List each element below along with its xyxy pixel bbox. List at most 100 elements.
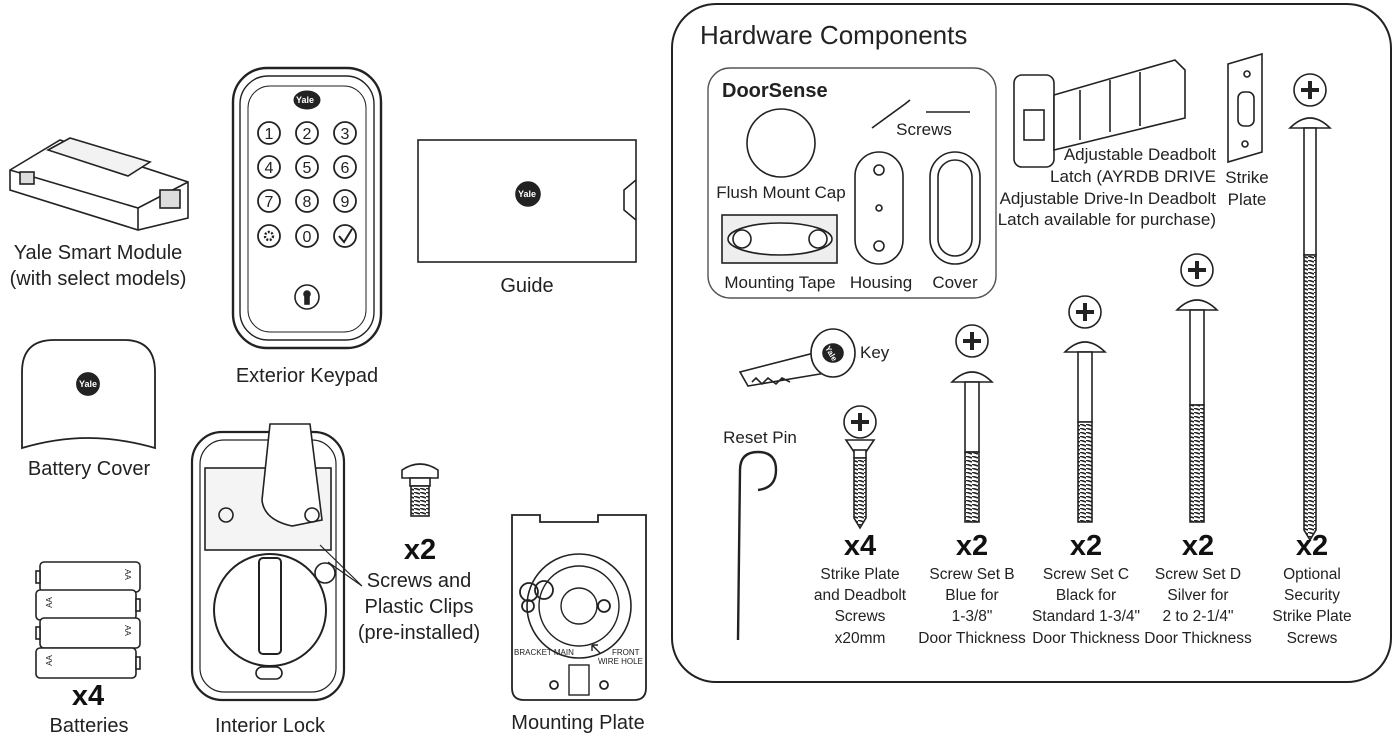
reset-pin-illustration (736, 450, 778, 641)
small-screw-illustration (401, 463, 439, 517)
screw-set-1-line4: x20mm (834, 629, 886, 647)
batteries-illustration (35, 561, 141, 679)
battery-cell-3: AA (122, 625, 132, 636)
mounting-plate-front: FRONT (612, 648, 640, 657)
strike-line1: Strike (1225, 168, 1269, 187)
latch-line1: Adjustable Deadbolt (1063, 145, 1216, 164)
keypad-key-label: 9 (341, 194, 350, 211)
housing-label: Housing (849, 273, 913, 292)
keypad-key (295, 121, 319, 145)
check-icon (338, 228, 353, 244)
keypad-key-label: 5 (303, 160, 312, 177)
screw-set-4-line3: 2 to 2-1/4" (1162, 608, 1234, 626)
screw-set-4-line1: Screw Set D (1154, 566, 1242, 583)
keypad-key-label: 7 (265, 194, 274, 211)
batteries-qty: x4 (71, 680, 105, 712)
screws-clips-line2: Plastic Clips (364, 596, 474, 618)
battery-cover-logo: Yale (79, 379, 98, 389)
keypad-key (257, 155, 281, 179)
screw-set-2-illustration (950, 324, 994, 523)
guide-label: Guide (500, 275, 554, 297)
strike-plate-illustration (1227, 52, 1263, 164)
screw-set-3-illustration (1063, 295, 1107, 523)
doorsense-illustration (721, 99, 981, 265)
batteries-label: Batteries (49, 715, 129, 737)
latch-line2: Latch (AYRDB DRIVE (1050, 166, 1216, 186)
screw-set-3-line3: Standard 1-3/4" (1031, 608, 1141, 626)
mounting-plate-illustration (511, 514, 647, 701)
gear-icon (263, 230, 275, 242)
latch-line3: Adjustable Drive-In Deadbolt (999, 188, 1216, 208)
keypad-logo: Yale (296, 95, 315, 105)
exterior-keypad-illustration (231, 66, 383, 350)
guide-logo: Yale (518, 189, 537, 199)
screw-set-3-line2: Black for (1055, 587, 1117, 605)
keypad-key-label: 0 (303, 229, 312, 246)
battery-cell-4: AA (44, 655, 54, 666)
screws-clips-line1: Screws and (366, 570, 472, 592)
keypad-key-label: 1 (265, 126, 274, 143)
screw-set-4-qty: x2 (1181, 530, 1215, 562)
smart-module-line1: Yale Smart Module (13, 242, 183, 264)
smart-module-illustration (9, 137, 189, 231)
keyhole-icon (294, 284, 320, 310)
screw-set-1-line1: Strike Plate (820, 566, 900, 583)
keypad-key (333, 224, 357, 248)
smart-module-label: Yale Smart Module (with select models) (0, 240, 196, 292)
keypad-key-label: 3 (341, 126, 350, 143)
guide-illustration (417, 139, 637, 263)
keypad-key (333, 121, 357, 145)
keypad-key-label: 2 (303, 126, 312, 143)
doorsense-panel (707, 67, 997, 299)
screw-set-5-line4: Screws (1286, 629, 1338, 647)
keypad-key (257, 224, 281, 248)
screw-set-4-line4: Door Thickness (1144, 629, 1252, 647)
screw-set-2-line3: 1-3/8" (951, 608, 993, 626)
screw-set-4-illustration (1175, 253, 1219, 523)
battery-cover-illustration (21, 339, 156, 450)
interior-lock-illustration (190, 423, 363, 702)
strike-line2: Plate (1227, 189, 1267, 209)
screw-set-3-qty: x2 (1069, 530, 1103, 562)
screw-set-1-qty: x4 (843, 530, 877, 562)
screw-set-4-line2: Silver for (1167, 587, 1229, 605)
keypad-key-label: 8 (303, 194, 312, 211)
screw-set-3-line1: Screw Set C (1042, 566, 1130, 583)
keypad-key (333, 189, 357, 213)
mounting-plate-label: Mounting Plate (511, 712, 645, 734)
screw-set-1-illustration (843, 405, 877, 530)
hardware-panel (671, 3, 1392, 683)
screw-set-1-line2: and Deadbolt (813, 587, 907, 605)
screw-set-5-line3: Strike Plate (1272, 608, 1352, 626)
mounting-plate-wire-hole: WIRE HOLE (598, 657, 643, 666)
screws-clips-line3: (pre-installed) (357, 622, 481, 644)
keypad-key (295, 189, 319, 213)
cover-label: Cover (932, 273, 978, 292)
deadbolt-latch-illustration (1013, 59, 1186, 168)
keypad-key (257, 121, 281, 145)
screw-set-3-label: Screw Set C Black for Standard 1-3/4" Do… (1026, 564, 1146, 649)
screw-set-2-line4: Door Thickness (918, 629, 1026, 647)
battery-cell-2: AA (44, 597, 54, 608)
exterior-keypad-label: Exterior Keypad (235, 365, 379, 387)
screw-set-4-label: Screw Set D Silver for 2 to 2-1/4" Door … (1138, 564, 1258, 649)
smart-module-line2: (with select models) (9, 268, 187, 290)
screws-clips-label: Screws and Plastic Clips (pre-installed) (346, 568, 492, 646)
battery-cell-1: AA (122, 569, 132, 580)
key-label: Key (860, 343, 890, 362)
latch-line4: Latch available for purchase) (997, 210, 1216, 230)
strike-plate-label: Strike Plate (1218, 167, 1276, 211)
screw-set-5-line1: Optional (1283, 566, 1341, 583)
latch-label: Adjustable Deadbolt Latch (AYRDB DRIVE A… (996, 144, 1216, 231)
interior-lock-label: Interior Lock (214, 715, 326, 737)
screw-set-3-line4: Door Thickness (1032, 629, 1140, 647)
screw-set-5-qty: x2 (1295, 530, 1329, 562)
key-illustration (738, 328, 856, 387)
flush-mount-cap-label: Flush Mount Cap (716, 183, 846, 202)
screw-set-1-line3: Screws (834, 608, 886, 626)
screws-clips-qty: x2 (403, 534, 437, 566)
keypad-key-label: 6 (341, 160, 350, 177)
screw-set-2-line1: Screw Set B (929, 566, 1015, 583)
screw-set-5-label: Optional Security Strike Plate Screws (1256, 564, 1368, 649)
